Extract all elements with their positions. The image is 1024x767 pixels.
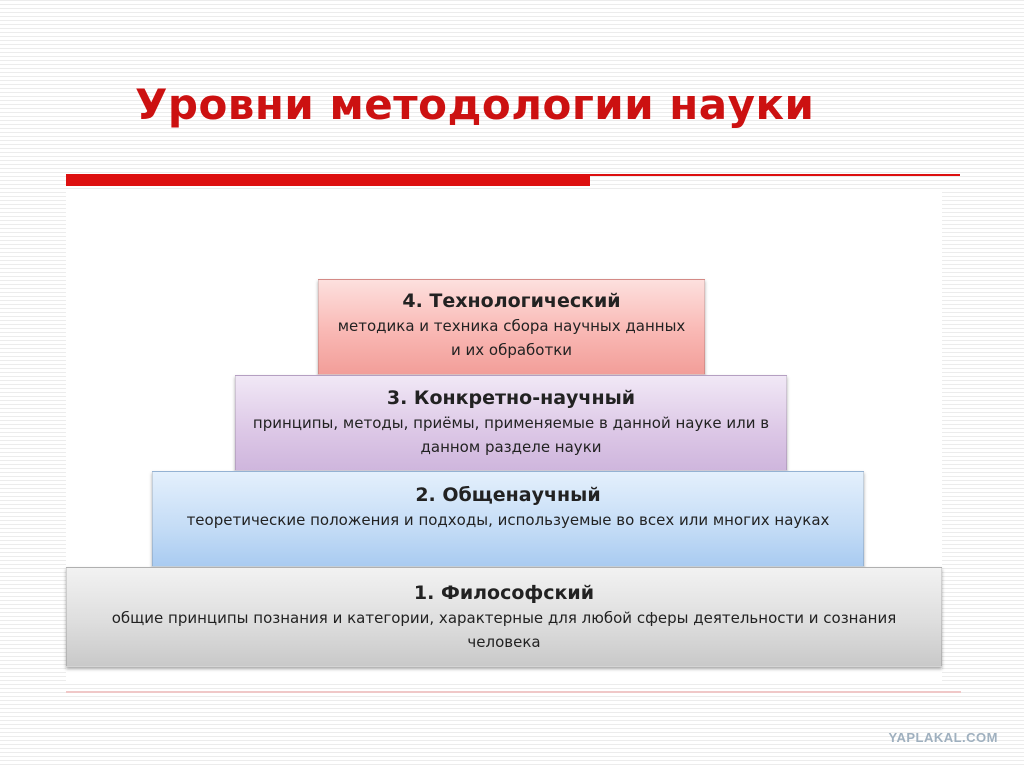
level-2-title: 2. Общенаучный <box>415 484 601 506</box>
title-underline-thick <box>66 174 590 186</box>
level-4-description: методика и техника сбора научных данных … <box>337 317 686 359</box>
level-2-description: теоретические положения и подходы, испол… <box>186 511 830 529</box>
watermark-text: YAPLAKAL.COM <box>888 730 998 745</box>
pyramid-level-1-philosophical: 1. Философский общие принципы познания и… <box>66 567 942 667</box>
level-4-title: 4. Технологический <box>402 290 621 312</box>
title-underline-thin <box>590 174 960 176</box>
level-1-description: общие принципы познания и категории, хар… <box>111 609 897 651</box>
slide-title: Уровни методологии науки <box>135 80 815 129</box>
level-3-title: 3. Конкретно-научный <box>386 387 636 409</box>
pyramid-level-3-concrete-scientific: 3. Конкретно-научный принципы, методы, п… <box>235 375 787 471</box>
level-3-description: принципы, методы, приёмы, применяемые в … <box>252 414 770 456</box>
bottom-divider <box>66 691 961 693</box>
level-1-title: 1. Философский <box>413 582 595 604</box>
pyramid-level-4-technological: 4. Технологический методика и техника сб… <box>318 279 705 375</box>
pyramid-level-2-general-scientific: 2. Общенаучный теоретические положения и… <box>152 471 864 567</box>
